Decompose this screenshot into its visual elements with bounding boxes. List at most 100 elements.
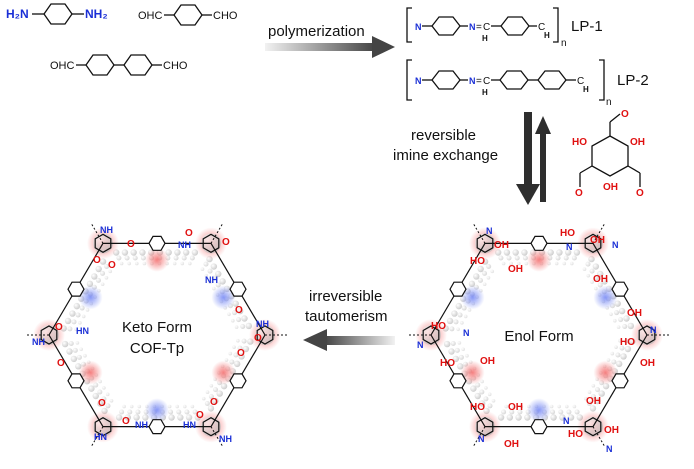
lp1-polymer: N N = C H C H n LP-1 [406,7,603,49]
keto-carbonyl-o: O [222,237,230,248]
tp-hydroxyl: OH [630,137,645,148]
dialdehyde-right-group: CHO [213,10,238,22]
enol-imine-n: N [463,328,470,338]
lp2-terminal-h: H [583,85,589,94]
enol-node-right: OH HO N OH [620,308,657,369]
benzene-ring [85,54,115,76]
enol-hydroxyl: HO [470,402,485,413]
enol-node-top-right: HO N OH N OH [560,228,619,285]
tautomerism-label-line1: irreversible [309,288,382,305]
keto-carbonyl-o: O [55,322,63,333]
exchange-label-line2: imine exchange [393,147,498,164]
enol-hydroxyl: OH [627,308,642,319]
equilibrium-arrows: reversible imine exchange [393,112,551,205]
tp-hydroxyl: OH [603,182,618,193]
keto-node-right: O O O NH [235,305,269,359]
enol-hydroxyl: HO [470,256,485,267]
enol-imine-n: N [612,240,619,250]
keto-nh: NH [100,225,113,235]
keto-carbonyl-o: O [108,260,116,271]
amine-monomer: H₂N NH₂ [6,3,108,25]
benzene-ring [500,16,530,36]
keto-node-bottom-left: O HN O NH [94,398,148,442]
enol-hydroxyl: OH [494,240,509,251]
lp1-imine-n: N [469,22,476,32]
enol-hydroxyl: OH [604,425,619,436]
lp2-imine-c: C [483,76,490,87]
enol-node-top-left: N OH HO OH [470,226,523,275]
lp2-imine-n: N [469,76,476,86]
enol-hydroxyl: OH [508,402,523,413]
pore-wall-decoration [407,222,671,448]
cof-tp-label: COF-Tp [130,340,184,357]
keto-carbonyl-o: O [237,348,245,359]
tautomerism-label-line2: tautomerism [305,308,388,325]
lp1-label: LP-1 [571,18,603,35]
enol-imine-n: N [650,325,657,335]
lp1-subscript: n [561,38,567,49]
keto-carbonyl-o: O [185,228,193,239]
benzene-ring [431,70,461,90]
keto-cof-framework: NH O O O NH O O NH NH O O HN O O O NH O … [25,222,289,448]
amine-left-group: H₂N [6,7,29,21]
enol-hydroxyl: OH [586,396,601,407]
enol-imine-n: N [566,242,573,252]
enol-imine-n: N [478,434,485,444]
keto-carbonyl-o: O [210,397,218,408]
enol-form-label: Enol Form [504,328,573,345]
keto-carbonyl-o: O [57,358,65,369]
enol-hydroxyl: OH [593,274,608,285]
keto-form-label: Keto Form [122,319,192,336]
enol-imine-n: N [486,226,493,236]
keto-nh: NH [205,275,218,285]
enol-imine-n: N [606,444,613,454]
dialdehyde-left-group: OHC [138,10,163,22]
biphenyl-dialdehyde-monomer: OHC CHO [50,54,188,76]
keto-nh: NH [178,240,191,250]
keto-node-bottom-right: HN O O NH [183,397,232,444]
tp-hydroxyl: HO [572,137,587,148]
keto-node-top-left: NH O O O [93,225,135,271]
benzene-ring [43,3,73,25]
keto-carbonyl-o: O [93,255,101,266]
enol-hydroxyl: OH [640,358,655,369]
svg-text:=: = [476,76,482,87]
tautomerism-arrow: irreversible tautomerism [303,288,395,351]
amine-right-group: NH₂ [85,7,108,21]
pore-wall-decoration [25,222,289,448]
lp1-terminal-h: H [544,31,550,40]
biphenyl-left-group: OHC [50,60,75,72]
lp1-terminal-c: C [538,22,545,33]
enol-cof-framework: N OH HO OH HO N OH N OH N HO HO N OH OH … [407,222,671,454]
keto-carbonyl-o: O [254,333,262,344]
enol-hydroxyl: HO [560,228,575,239]
keto-nh: HN [94,432,107,442]
lp2-subscript: n [606,97,612,108]
enol-node-bottom-right: N OH HO OH N [563,396,619,454]
tp-monomer: O O O HO OH OH [572,109,645,199]
tp-aldehyde-o: O [636,188,644,199]
enol-hydroxyl: HO [431,321,446,332]
keto-nh: HN [183,420,196,430]
keto-carbonyl-o: O [127,239,135,250]
enol-node-left: N HO HO N OH [417,321,495,369]
keto-nh: NH [32,337,45,347]
exchange-label-line1: reversible [411,127,476,144]
keto-nh: NH [219,434,232,444]
enol-hydroxyl: OH [504,439,519,450]
enol-node-bottom-left: HO OH N OH [470,402,523,450]
benzene-ring [499,70,529,90]
lp1-imine-h: H [482,34,488,43]
enol-imine-n: N [563,416,570,426]
benzene-ring [123,54,153,76]
polymerization-arrow: polymerization [265,23,395,58]
enol-hydroxyl: HO [620,337,635,348]
benzene-ring [431,16,461,36]
lp2-nitrogen: N [415,76,422,86]
enol-hydroxyl: OH [508,264,523,275]
keto-nh: HN [76,326,89,336]
lp1-nitrogen: N [415,22,422,32]
tp-aldehyde-o: O [575,188,583,199]
biphenyl-right-group: CHO [163,60,188,72]
